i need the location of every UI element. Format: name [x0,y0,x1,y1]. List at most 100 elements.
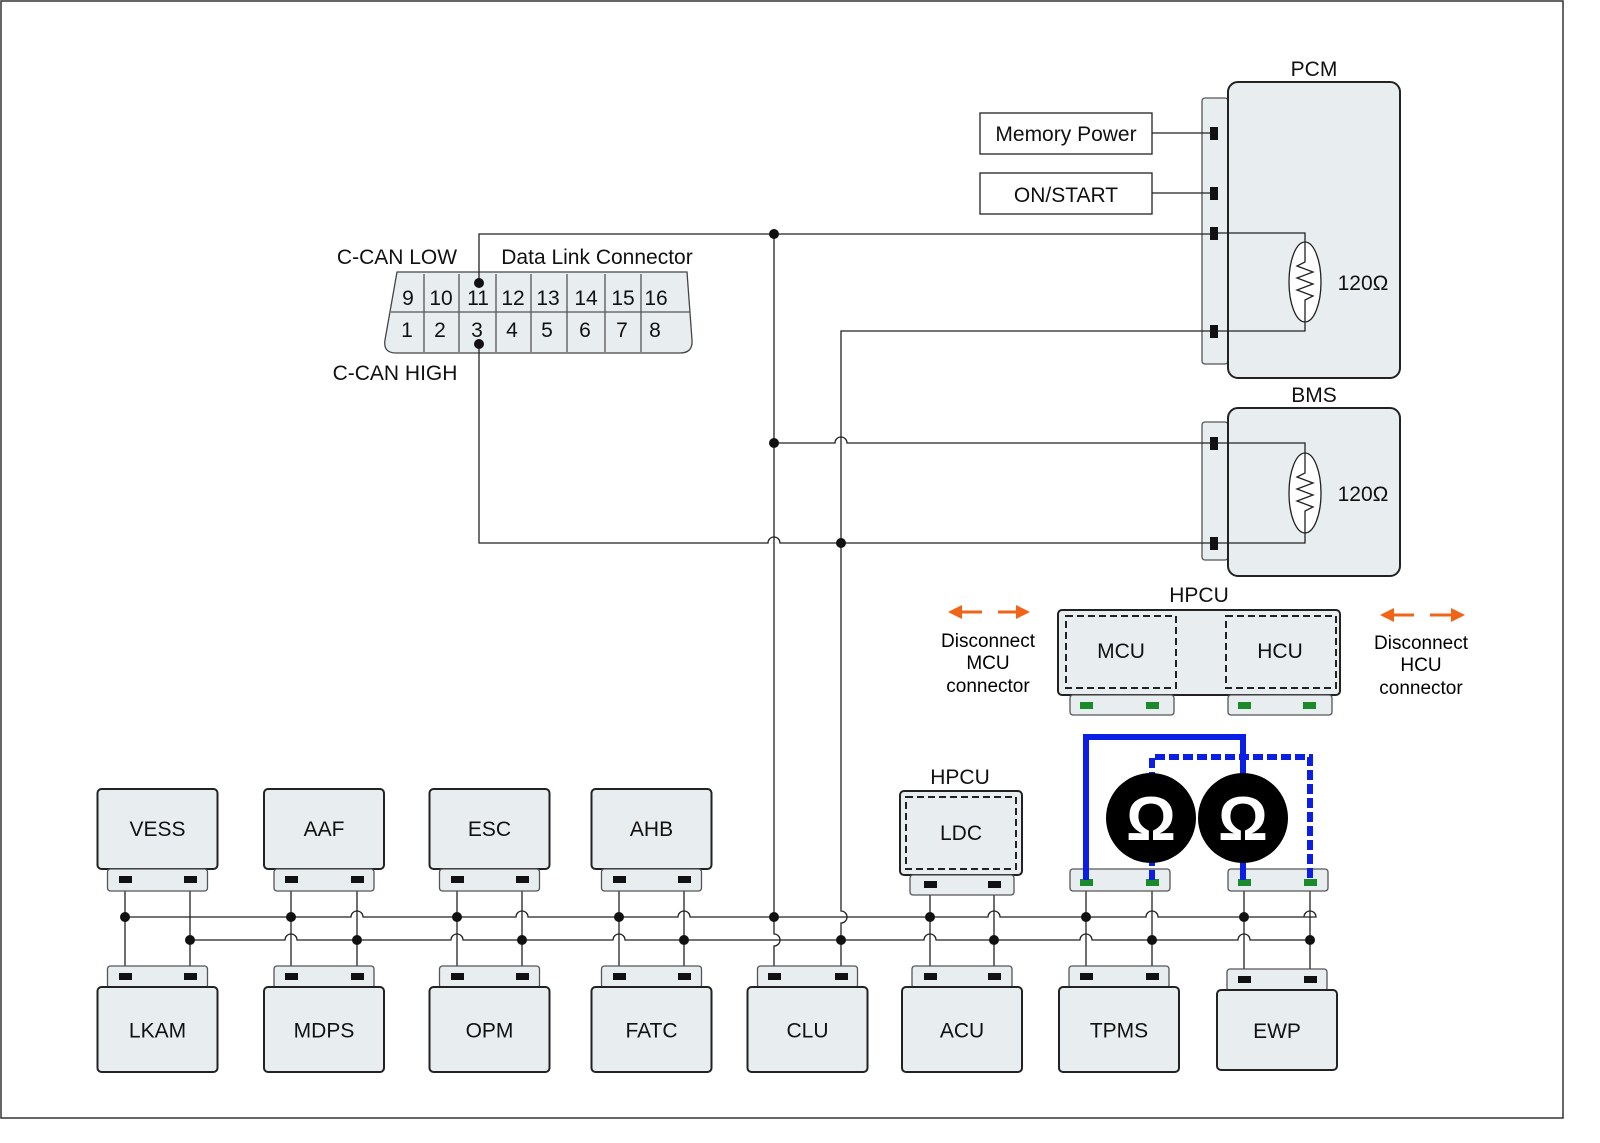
pin [1146,973,1159,980]
pcm-module[interactable] [1227,81,1401,379]
module-label: FATC [625,1020,677,1043]
junction-dot [452,912,462,922]
can-low-bus [125,910,1317,918]
junction-dot [286,912,296,922]
dlc-pin-3: 3 [471,319,483,342]
dlc-pin-16: 16 [644,287,667,310]
hcu-connector[interactable] [1227,694,1333,716]
hcu-harness-connector[interactable] [1227,868,1329,892]
junction-dot [120,912,130,922]
dlc-pin-5: 5 [541,319,553,342]
module-mdps[interactable] [263,986,385,1073]
hpcu-ldc-label: HPCU [930,766,990,789]
junction-dot [614,912,624,922]
junction-dot [1239,912,1249,922]
junction-dot [769,229,779,239]
frame [0,0,1564,1119]
bms-resistor-wires [1218,442,1306,544]
module-label: ACU [940,1020,984,1043]
junction-dot [352,935,362,945]
dlc-pin-4: 4 [506,319,518,342]
can-high-label: C-CAN HIGH [333,362,458,385]
pin [1304,879,1317,886]
junction-dot [836,935,846,945]
junction-dot [474,339,484,349]
junction-dot [517,935,527,945]
ldc-region [905,796,1017,870]
pin [184,973,197,980]
module-tpms[interactable] [1058,986,1180,1073]
pin [1210,537,1218,550]
module-label: TPMS [1090,1020,1148,1043]
module-label: AAF [304,818,345,841]
connector[interactable] [106,868,209,892]
pin [1210,187,1218,200]
junction-dot [185,935,195,945]
memory-power-label: Memory Power [995,123,1136,146]
on-start-box [979,172,1153,215]
connector[interactable] [438,868,541,892]
module-fatc[interactable] [590,986,713,1073]
pin [1238,976,1251,983]
resistor-icon [1288,241,1322,323]
pin [1304,976,1317,983]
dlc-pin-2: 2 [434,319,446,342]
can-high-bus [190,933,1310,941]
pin [285,973,298,980]
bms-resistor-value: 120Ω [1338,483,1389,506]
ldc-label: LDC [940,822,982,845]
module-label: ESC [468,818,511,841]
junction-dot [769,912,779,922]
pin [613,876,626,883]
hpcu-label: HPCU [1169,584,1229,607]
disconnect-mcu-line3: connector [946,676,1030,697]
mcu-harness-connector[interactable] [1069,868,1171,892]
pin [768,973,781,980]
ldc-connector[interactable] [909,874,1015,896]
pin [1238,879,1251,886]
stub-wire [1085,880,1153,976]
pin [1303,702,1316,709]
pin [1210,227,1218,240]
pin [1080,973,1093,980]
module-lkam[interactable] [96,986,219,1073]
disconnect-hcu-line3: connector [1379,678,1463,699]
module-clu[interactable] [746,986,869,1073]
module-ewp[interactable] [1216,989,1338,1071]
junction-dot [925,912,935,922]
hpcu-module[interactable] [1057,609,1341,696]
pin [1210,127,1218,140]
dlc-pin-14: 14 [574,287,598,310]
pin [1146,879,1159,886]
connector[interactable] [273,868,375,892]
junction-dot [1081,912,1091,922]
stub-wire [1243,880,1311,976]
mcu-region [1065,615,1177,689]
module-label: LKAM [129,1020,186,1043]
module-label: EWP [1253,1020,1301,1043]
hcu-region [1225,615,1337,689]
junction-dot [1305,935,1315,945]
pin [451,876,464,883]
junction-dot [769,438,779,448]
pin [451,973,464,980]
dlc-pin-7: 7 [616,319,628,342]
mcu-connector[interactable] [1069,694,1175,716]
stub-wire [618,880,685,976]
dlc-pin-1: 1 [401,319,413,342]
junction-dot [679,935,689,945]
dlc-pin-6: 6 [579,319,591,342]
stub-wire [929,880,995,976]
on-start-label: ON/START [1014,184,1118,207]
module-label: VESS [129,818,185,841]
dlc-pin-9: 9 [402,287,414,310]
disconnect-mcu-line2: MCU [966,653,1009,674]
module-opm[interactable] [428,986,551,1073]
dlc-pin-10: 10 [429,287,452,310]
pin [924,973,937,980]
dlc-title: Data Link Connector [501,246,692,269]
dlc-pin-15: 15 [611,287,634,310]
hcu-label: HCU [1257,640,1303,663]
connector[interactable] [600,868,703,892]
module-acu[interactable] [901,986,1023,1073]
